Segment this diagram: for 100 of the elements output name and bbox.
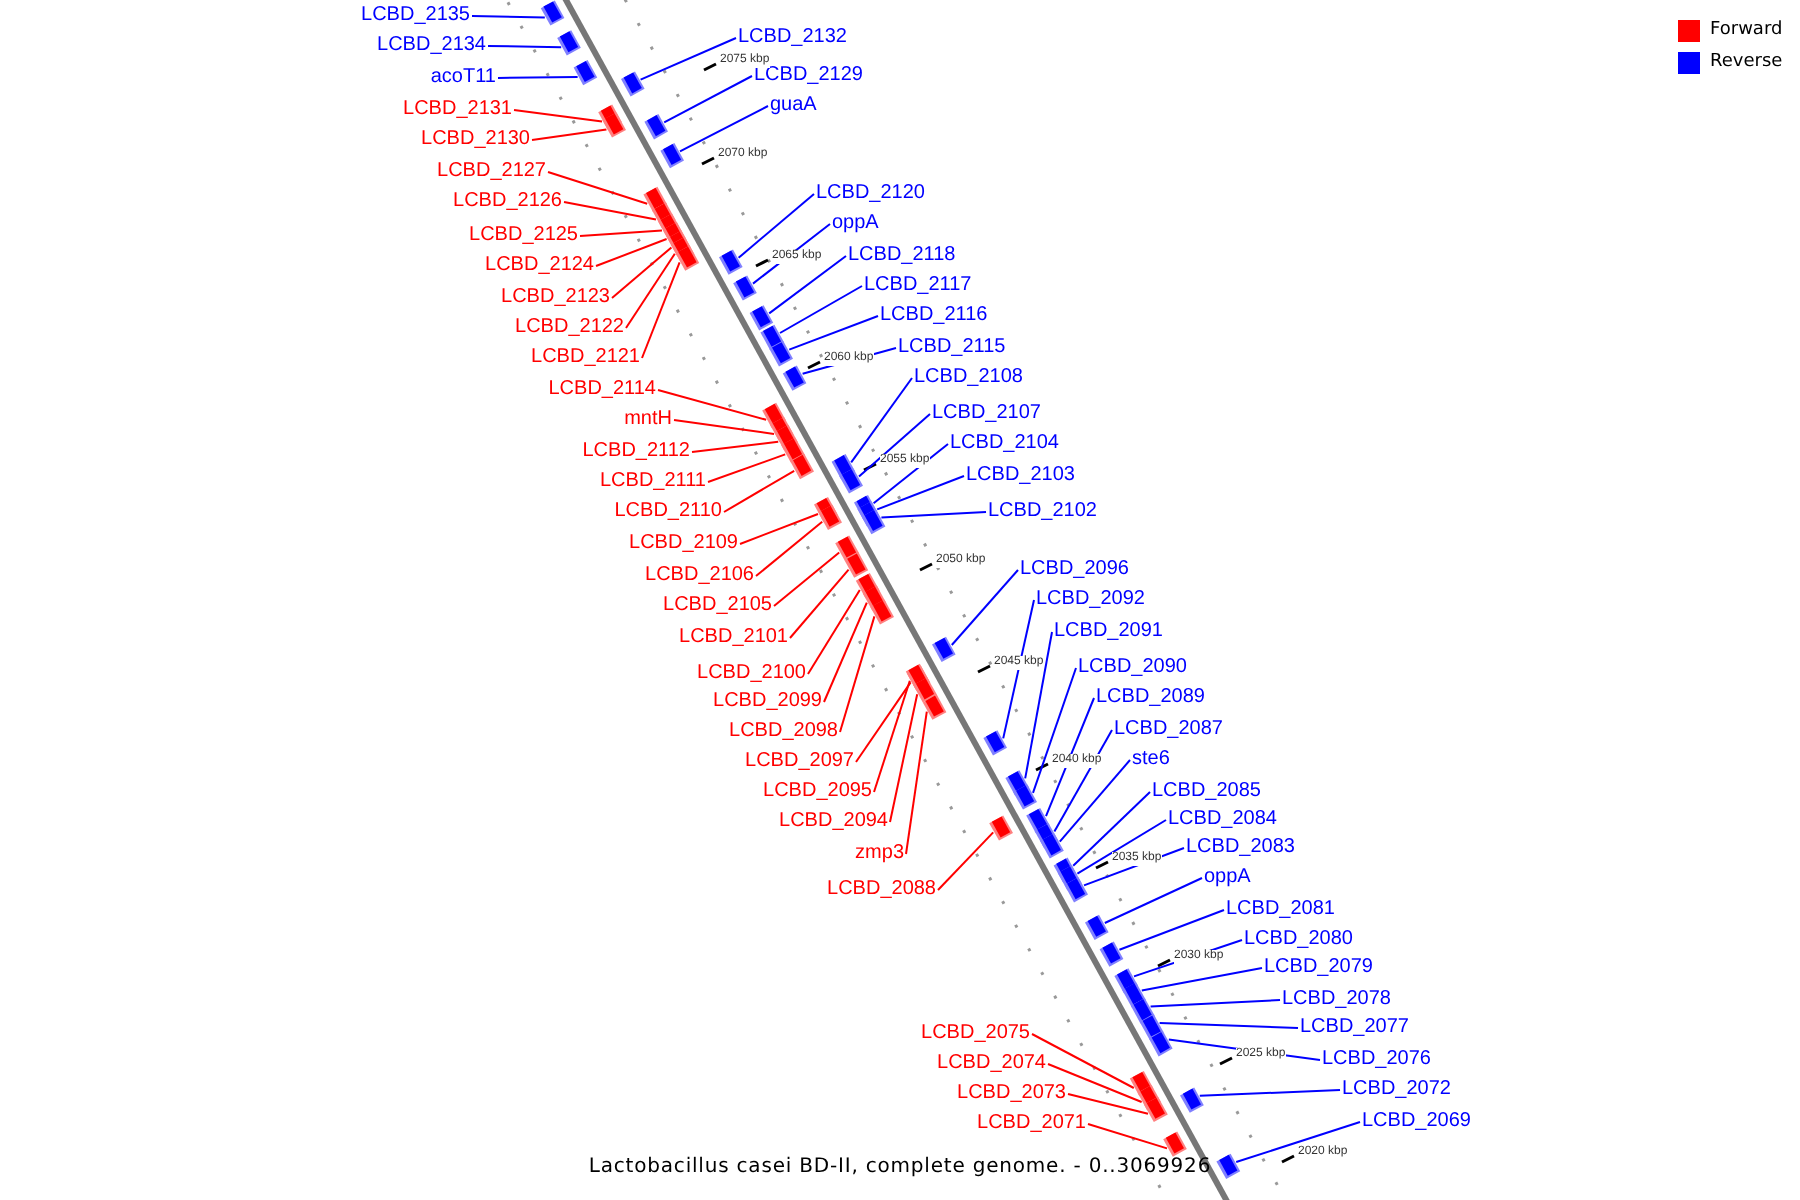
gene-label: LCBD_2107 <box>932 402 1041 426</box>
gene-label: LCBD_2125 <box>469 224 578 248</box>
leader-line <box>1002 599 1035 740</box>
gene-label: LCBD_2103 <box>966 464 1075 488</box>
gene-block <box>660 143 684 169</box>
leader-line <box>872 443 949 505</box>
gene-label: LCBD_2130 <box>421 128 530 152</box>
caption: Lactobacillus casei BD-II, complete genome. - 0..3069926 <box>586 1156 1214 1180</box>
leader-line <box>707 453 787 483</box>
leader-line <box>663 75 753 124</box>
gene-label: LCBD_2092 <box>1036 588 1145 612</box>
leader-line <box>1058 759 1131 843</box>
leader-line <box>513 109 603 123</box>
gene-label: oppA <box>832 212 879 236</box>
gene-block <box>1149 1031 1173 1057</box>
leader-line <box>487 45 563 49</box>
gene-label: LCBD_2074 <box>937 1052 1046 1076</box>
gene-label: LCBD_2099 <box>713 690 822 714</box>
gene-label: LCBD_2116 <box>880 304 988 328</box>
leader-line <box>737 193 815 259</box>
leader-line <box>905 710 928 855</box>
leader-line <box>788 315 879 351</box>
leader-line <box>673 419 775 435</box>
leader-line <box>531 128 608 141</box>
gene-label: LCBD_2100 <box>697 662 806 686</box>
leader-line <box>876 475 965 511</box>
gene-label: LCBD_2117 <box>864 274 972 298</box>
leader-line <box>855 681 912 763</box>
gene-label: LCBD_2095 <box>763 780 872 804</box>
leader-line <box>641 261 681 359</box>
leader-line <box>1158 1022 1299 1029</box>
leader-line <box>691 440 780 453</box>
leader-line <box>1149 999 1281 1008</box>
gene-label: LCBD_2135 <box>361 4 470 28</box>
leader-line <box>889 693 919 823</box>
gene-label: LCBD_2078 <box>1282 988 1391 1012</box>
leader-line <box>1067 1093 1149 1115</box>
leader-line <box>1087 1123 1168 1150</box>
leader-line <box>839 615 876 733</box>
gene-label: oppA <box>1204 866 1251 890</box>
leader-line <box>807 589 861 675</box>
gene-label: LCBD_2120 <box>816 182 925 206</box>
gene-block <box>922 694 947 720</box>
leader-line <box>723 469 796 513</box>
gene-block <box>1064 877 1088 903</box>
gene-label: LCBD_2079 <box>1264 956 1373 980</box>
gene-label: LCBD_2131 <box>403 98 512 122</box>
gene-label: LCBD_2106 <box>645 564 754 588</box>
gene-label: LCBD_2118 <box>848 244 956 268</box>
gene-label: LCBD_2105 <box>663 594 772 618</box>
gene-label: LCBD_2097 <box>745 750 854 774</box>
gene-block <box>983 730 1007 756</box>
leader-line <box>739 513 819 545</box>
gene-label: ste6 <box>1132 748 1170 772</box>
gene-label: acoT11 <box>430 66 496 90</box>
gene-label: LCBD_2111 <box>600 470 706 494</box>
gene-label: LCBD_2114 <box>548 378 656 402</box>
leader-line <box>579 229 663 237</box>
gene-label: LCBD_2081 <box>1226 898 1335 922</box>
gene-label: LCBD_2075 <box>921 1022 1030 1046</box>
gene-label: LCBD_2071 <box>977 1112 1086 1136</box>
legend-text: Forward <box>1710 20 1783 42</box>
gene-block <box>818 504 842 530</box>
gene-block <box>540 0 565 26</box>
leader-line <box>773 551 841 607</box>
gene-label: LCBD_2096 <box>1020 558 1129 582</box>
leader-line <box>1235 1121 1361 1163</box>
gene-label: LCBD_2129 <box>754 64 863 88</box>
leader-line <box>1032 667 1077 794</box>
leader-line <box>1103 877 1203 924</box>
gene-label: LCBD_2127 <box>437 160 546 184</box>
gene-label: LCBD_2112 <box>582 440 690 464</box>
leader-line <box>1198 1089 1341 1097</box>
gene-block <box>844 552 869 578</box>
gene-label: LCBD_2110 <box>614 500 722 524</box>
leader-line <box>858 413 931 478</box>
leader-line <box>639 37 737 81</box>
leader-line <box>1024 631 1053 780</box>
gene-label: LCBD_2126 <box>453 190 562 214</box>
gene-block <box>989 815 1013 841</box>
gene-label: LCBD_2134 <box>377 34 486 58</box>
gene-label: LCBD_2073 <box>957 1082 1066 1106</box>
legend-text: Reverse <box>1710 52 1783 74</box>
gene-label: LCBD_2122 <box>515 316 624 340</box>
gene-label: LCBD_2087 <box>1114 718 1223 742</box>
gene-block <box>790 454 814 480</box>
leader-line <box>1031 1033 1135 1089</box>
gene-label: LCBD_2094 <box>779 810 888 834</box>
gene-label: LCBD_2108 <box>914 366 1023 390</box>
gene-label: LCBD_2109 <box>629 532 738 556</box>
gene-block <box>557 30 581 56</box>
gene-label: LCBD_2102 <box>988 500 1097 524</box>
leader-line <box>657 389 768 421</box>
gene-label: LCBD_2089 <box>1096 686 1205 710</box>
leader-line <box>679 105 769 153</box>
gene-block <box>1163 1131 1187 1157</box>
gene-label: LCBD_2072 <box>1342 1078 1451 1102</box>
leader-line <box>779 285 863 334</box>
gene-label: LCBD_2104 <box>950 432 1059 456</box>
gene-label: LCBD_2084 <box>1168 808 1277 832</box>
